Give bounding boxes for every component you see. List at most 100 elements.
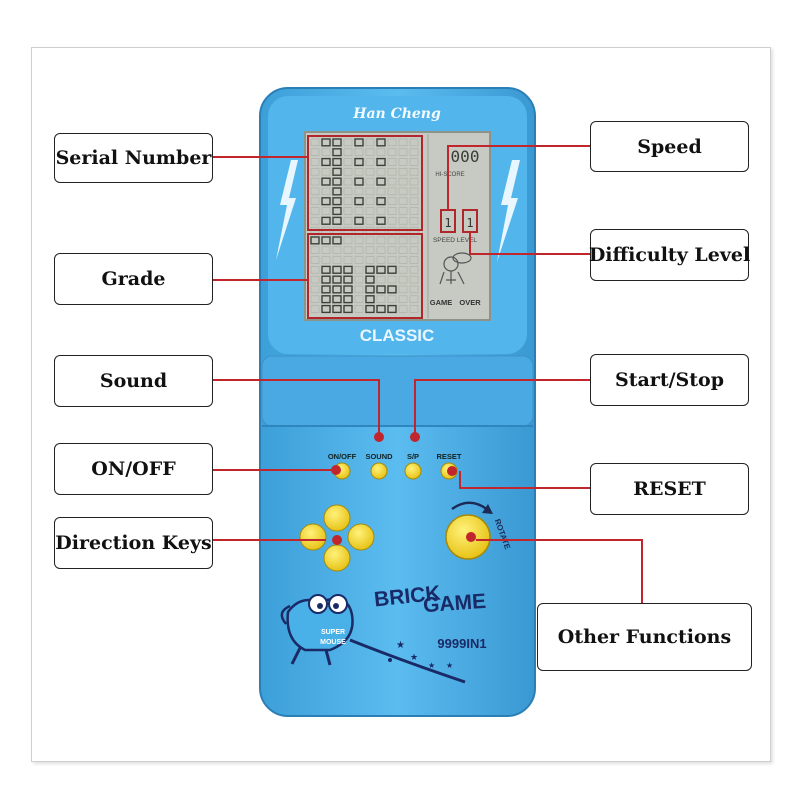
lcd-pixel xyxy=(354,246,364,254)
lcd-screen xyxy=(304,131,491,321)
lcd-pixel xyxy=(387,138,397,147)
lcd-pixel xyxy=(332,167,342,176)
lcd-pixel xyxy=(376,265,386,274)
callout-other-functions: Other Functions xyxy=(537,603,752,671)
model-number: 9999IN1 xyxy=(437,636,486,651)
super-mouse-mascot-icon xyxy=(280,594,354,666)
direction-pad[interactable] xyxy=(299,504,375,572)
lcd-pixel xyxy=(376,207,386,215)
lcd-pixel xyxy=(409,217,419,225)
lcd-pixel xyxy=(376,138,386,147)
lcd-pixel xyxy=(365,295,375,304)
callout-start-stop: Start/Stop xyxy=(590,354,749,406)
lcd-pixel xyxy=(343,148,353,156)
direction-down-button[interactable] xyxy=(323,544,351,572)
lcd-pixel xyxy=(409,236,419,245)
lcd-pixel xyxy=(354,187,364,196)
callout-sound: Sound xyxy=(54,355,213,407)
lcd-pixel xyxy=(343,285,353,294)
lcd-pixel xyxy=(332,246,342,254)
lcd-pixel xyxy=(376,236,386,245)
lcd-pixel xyxy=(409,256,419,264)
serial-number-highlight xyxy=(307,135,423,231)
lcd-pixel xyxy=(321,157,331,167)
lcd-pixel xyxy=(332,157,342,167)
lcd-pixel xyxy=(354,285,364,294)
lcd-pixel xyxy=(332,236,342,245)
lcd-pixel xyxy=(398,246,408,254)
lcd-pixel xyxy=(321,138,331,147)
lcd-pixel xyxy=(343,217,353,225)
grade-highlight xyxy=(307,233,423,319)
lcd-pixel xyxy=(409,148,419,156)
lcd-pixel xyxy=(398,285,408,294)
lcd-pixel xyxy=(398,295,408,303)
lcd-pixel xyxy=(310,197,320,205)
lcd-pixel xyxy=(387,158,397,166)
lcd-pixel xyxy=(310,275,320,284)
lcd-pixel xyxy=(409,295,419,303)
direction-right-button[interactable] xyxy=(347,523,375,551)
lcd-pixel xyxy=(321,265,331,274)
lcd-pixel xyxy=(354,256,364,264)
lcd-pixel xyxy=(365,207,375,215)
lcd-pixel xyxy=(387,265,397,274)
lcd-pixel xyxy=(409,305,419,313)
lcd-pixel xyxy=(387,246,397,254)
lcd-pixel xyxy=(365,246,375,254)
lcd-pixel xyxy=(376,304,386,314)
callout-difficulty-level: Difficulty Level xyxy=(589,229,750,281)
lcd-pixel xyxy=(321,207,331,215)
lcd-pixel xyxy=(398,138,408,147)
lcd-pixel xyxy=(310,138,320,147)
lcd-pixel xyxy=(409,138,419,147)
lcd-pixel xyxy=(354,168,364,176)
direction-up-button[interactable] xyxy=(323,504,351,532)
lcd-pixel xyxy=(343,256,353,264)
hi-score-label: HI-SCORE xyxy=(435,172,464,178)
lcd-pixel xyxy=(409,158,419,166)
swoosh-decoration xyxy=(349,638,466,684)
lcd-pixel xyxy=(365,158,375,166)
lcd-pixel xyxy=(376,275,386,284)
lcd-pixel xyxy=(321,236,331,245)
lcd-pixel xyxy=(354,305,364,313)
lcd-pixel xyxy=(387,148,397,156)
leader-speed xyxy=(447,145,590,210)
star-decorations: ★ ★ ★ ★ xyxy=(388,640,453,670)
lcd-pixel xyxy=(343,158,353,166)
lcd-pixel xyxy=(387,207,397,215)
sp-button[interactable] xyxy=(404,462,422,480)
lcd-pixel xyxy=(343,295,353,304)
direction-left-button[interactable] xyxy=(299,523,327,551)
lcd-pixel xyxy=(387,236,397,245)
lcd-pixel xyxy=(365,265,375,274)
lcd-pixel xyxy=(365,304,375,314)
reset-caption: RESET xyxy=(436,452,461,461)
lcd-pixel xyxy=(365,197,375,205)
mascot-screen-icon xyxy=(439,252,472,285)
lcd-pixel xyxy=(310,168,320,176)
lcd-pixel xyxy=(332,148,342,157)
lcd-pixel xyxy=(376,295,386,303)
lcd-pixel xyxy=(321,304,331,314)
speed-value: 1 xyxy=(444,216,451,230)
lcd-pixel xyxy=(365,177,375,186)
speed-digits: 000 xyxy=(451,147,480,166)
lcd-pixel xyxy=(387,197,397,205)
callout-grade: Grade xyxy=(54,253,213,305)
lcd-pixel xyxy=(387,168,397,176)
lcd-pixel xyxy=(343,246,353,254)
lcd-pixel xyxy=(321,295,331,304)
lcd-pixel xyxy=(332,138,342,147)
lcd-pixel xyxy=(321,285,331,294)
sound-button[interactable] xyxy=(370,462,388,480)
lcd-pixel xyxy=(321,148,331,156)
lcd-pixel xyxy=(321,187,331,196)
lcd-pixel xyxy=(310,305,320,313)
lcd-pixel xyxy=(321,168,331,176)
mascot-mouse-label: MOUSE xyxy=(320,639,346,646)
lcd-pixel xyxy=(332,197,342,206)
lcd-pixel xyxy=(398,168,408,176)
brand-logo: Han Cheng xyxy=(352,106,441,122)
